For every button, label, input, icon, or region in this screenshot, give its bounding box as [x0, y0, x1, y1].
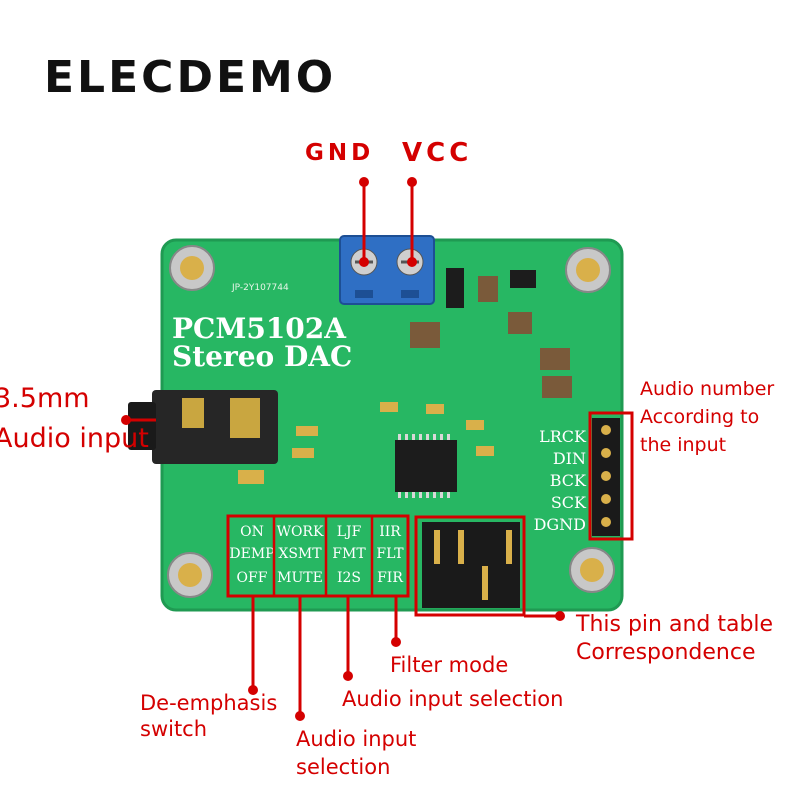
audio-number-line3: the input [640, 434, 727, 456]
table-cell-ljf: LJF [337, 524, 362, 540]
power-terminal [339, 235, 435, 305]
pin-table-line1: This pin and table [576, 612, 774, 637]
board-title-2: Stereo DAC [172, 340, 352, 373]
pin-header [592, 418, 620, 536]
table-cell-off: OFF [237, 570, 268, 586]
table-cell-flt: FLT [376, 546, 404, 562]
board-title-1: PCM5102A [172, 312, 347, 345]
table-cell-on: ON [240, 524, 264, 540]
board-code: JP-2Y107744 [231, 283, 289, 293]
gnd-label: GND [305, 140, 375, 166]
jumper-block [422, 522, 520, 608]
audio-selection-b-line2: selection [296, 755, 391, 779]
table-cell-iir: IIR [379, 524, 401, 540]
deemphasis-line1: De-emphasis [140, 691, 278, 715]
pin-label-din: DIN [553, 449, 586, 468]
table-cell-xsmt: XSMT [278, 546, 322, 562]
pin-label-lrck: LRCK [539, 427, 587, 446]
dac-chip [395, 434, 457, 498]
screw-icon [167, 245, 615, 598]
table-cell-demp: DEMP [229, 546, 274, 562]
deemphasis-line2: switch [140, 717, 208, 741]
filter-mode-label: Filter mode [390, 653, 509, 677]
audio-selection-label-a: Audio input selection [342, 687, 564, 711]
audio-jack [128, 390, 278, 464]
vcc-label: VCC [402, 138, 473, 168]
audio-input-line2: Audio input [0, 423, 149, 454]
audio-input-line1: 3.5mm [0, 383, 90, 414]
table-cell-fmt: FMT [332, 546, 366, 562]
pin-label-sck: SCK [551, 493, 587, 512]
audio-number-line1: Audio number [640, 378, 775, 400]
table-cell-i2s: I2S [337, 570, 361, 586]
audio-selection-b-line1: Audio input [296, 727, 417, 751]
table-cell-work: WORK [277, 524, 324, 540]
table-cell-fir: FIR [377, 570, 403, 586]
pin-label-bck: BCK [550, 471, 587, 490]
brand-logo: ELECDEMO [44, 52, 337, 103]
table-cell-mute: MUTE [277, 570, 323, 586]
audio-number-line2: According to [640, 406, 760, 428]
pin-table-line2: Correspondence [576, 640, 756, 665]
pin-label-dgnd: DGND [534, 515, 586, 534]
